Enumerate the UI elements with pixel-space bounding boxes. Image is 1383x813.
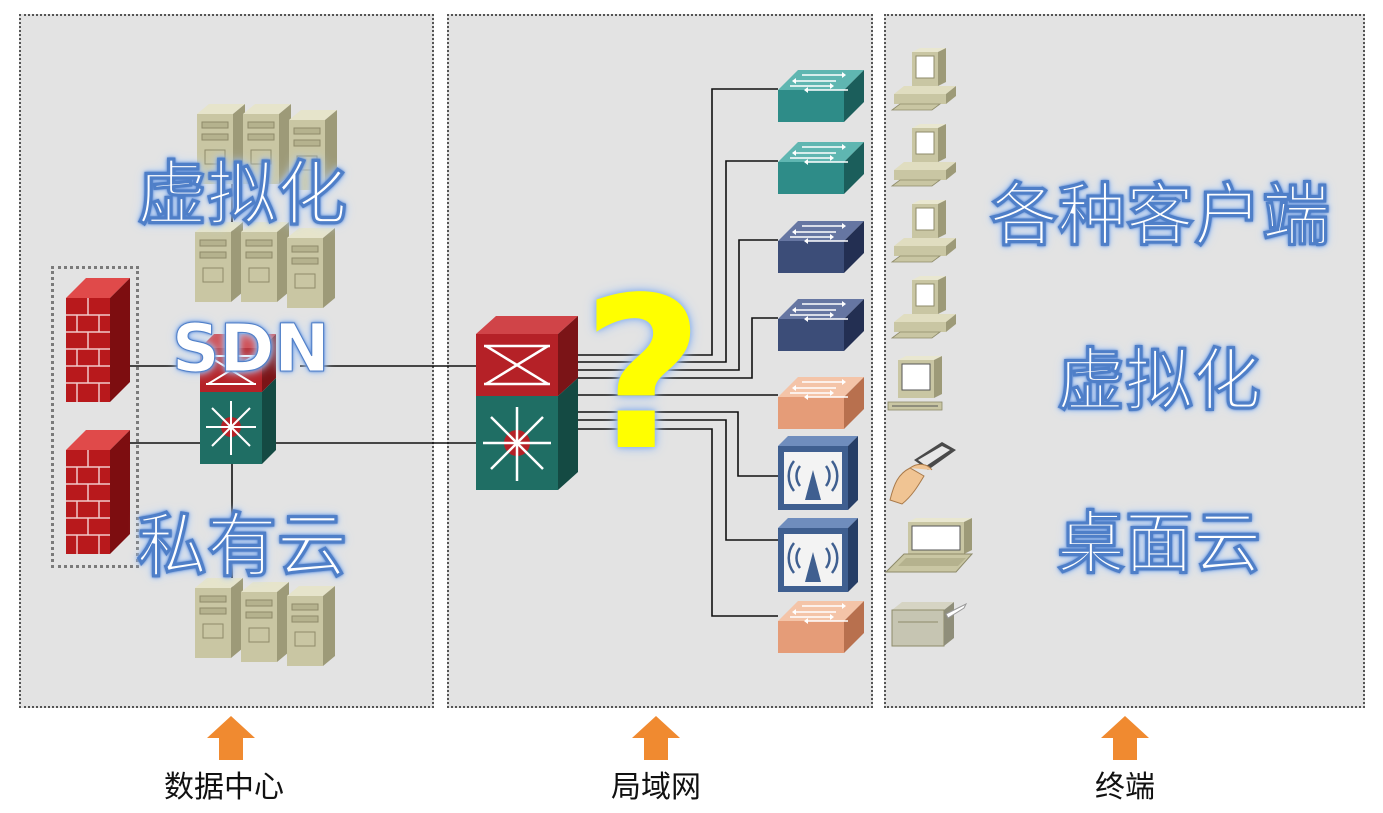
firewall-icon [66,430,130,554]
up-arrow-icon [632,716,680,760]
terminal-label-desktop-cloud: 桌面云 [1056,505,1262,585]
wireless-access-point-icon [778,436,858,510]
terminal-panel [884,14,1365,708]
pda-handheld-icon [889,442,956,505]
access-switch-icon [778,377,864,429]
up-arrow-icon [1101,716,1149,760]
desktop-pc-icon [890,276,956,339]
printer-icon [891,602,968,647]
firewall-icon [66,278,130,402]
server-icon [197,104,245,184]
caption-terminal: 终端 [1095,771,1155,804]
server-icon [287,228,335,308]
access-switch-icon [778,221,864,273]
laptop-icon [884,518,974,573]
access-switch-icon [778,601,864,653]
server-icon [243,104,291,184]
server-icon [195,578,243,658]
lan-core-switch-icon [476,316,578,490]
firewall-group-box [51,266,139,568]
access-switch-icon [778,70,864,122]
datacenter-label-virtualization: 虚拟化 [137,153,348,236]
desktop-pc-icon [890,200,956,263]
question-mark: ? [582,252,704,497]
crt-terminal-icon [887,356,943,411]
server-icon [241,222,289,302]
server-icon [241,582,289,662]
terminal-label-clients: 各种客户端 [989,177,1331,257]
access-switch-icon [778,299,864,351]
server-icon [287,586,335,666]
up-arrow-icon [207,716,255,760]
caption-datacenter: 数据中心 [164,771,284,804]
datacenter-label-sdn: SDN [172,310,331,388]
server-icon [289,110,337,190]
caption-lan: 局域网 [611,771,701,804]
server-icon [195,222,243,302]
terminal-label-virtualization: 虚拟化 [1056,342,1262,422]
wireless-access-point-icon [778,518,858,592]
desktop-pc-icon [890,124,956,187]
desktop-pc-icon [890,48,956,111]
access-switch-icon [778,142,864,194]
datacenter-core-switch-icon [200,334,276,464]
datacenter-label-private-cloud: 私有云 [137,505,348,588]
